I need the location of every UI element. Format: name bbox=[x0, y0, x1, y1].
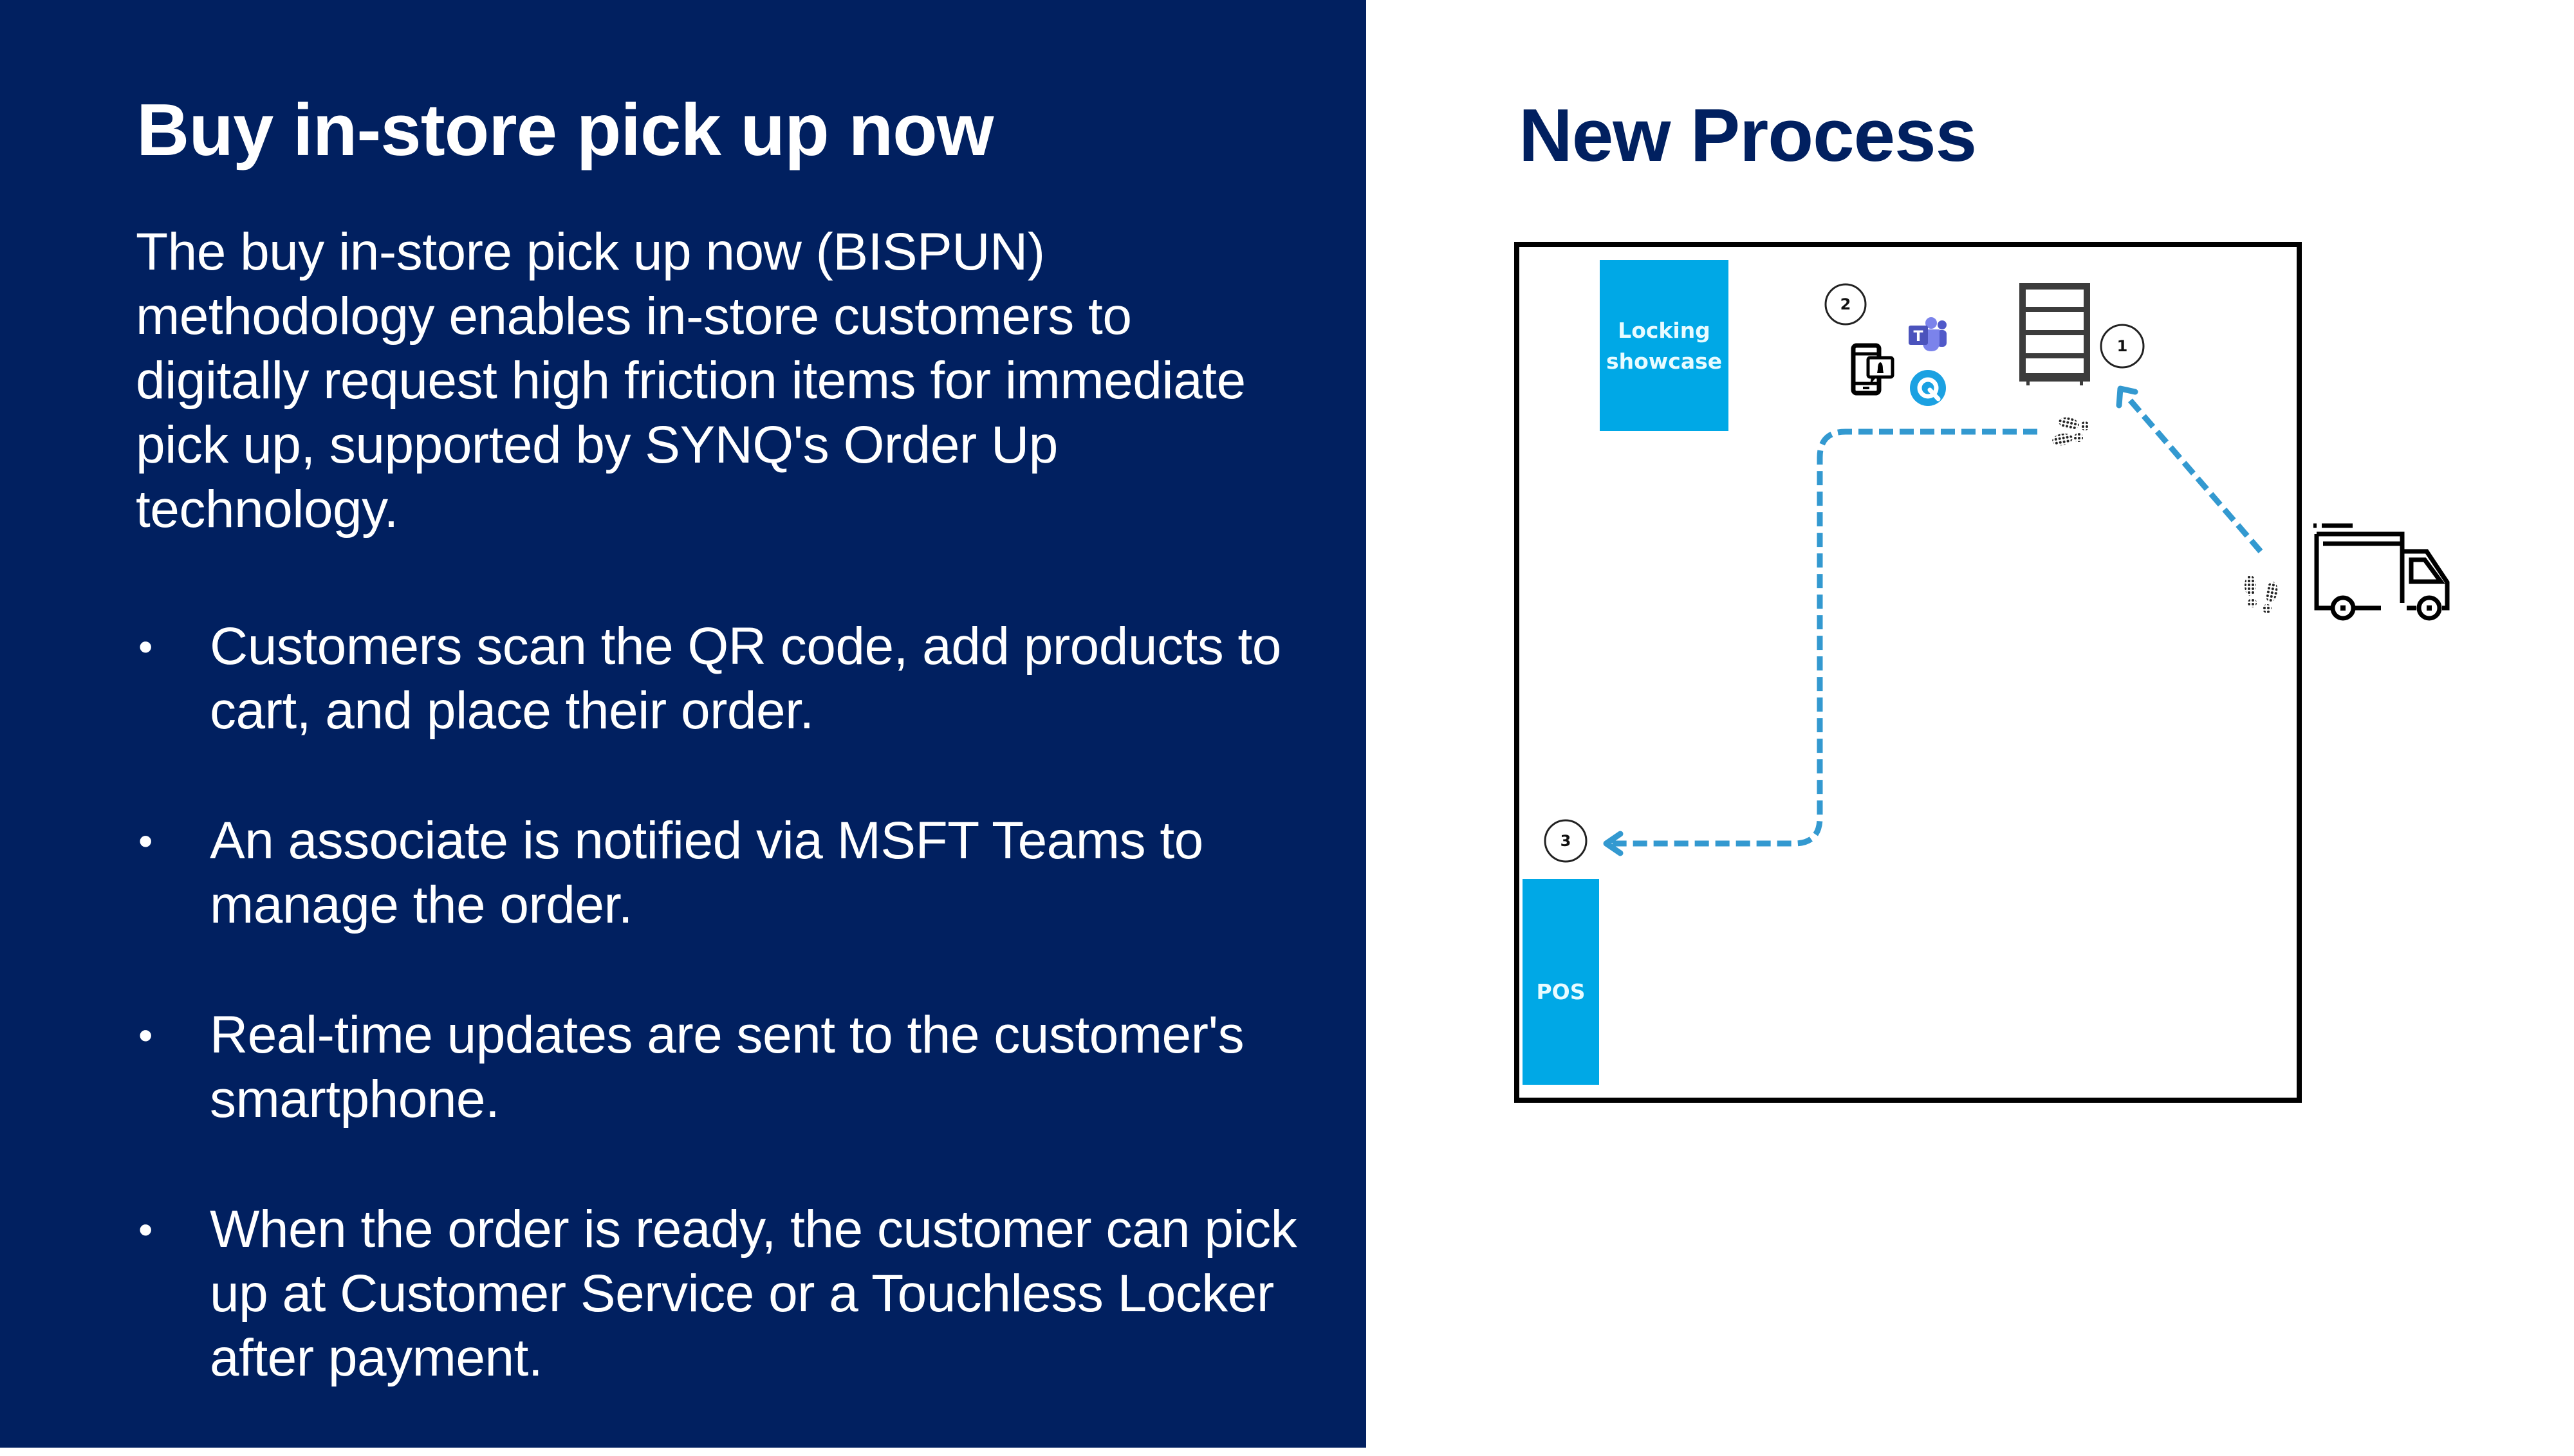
arrowhead-to-step-1 bbox=[2116, 385, 2138, 409]
bullet-item: • Real-time updates are sent to the cust… bbox=[136, 1003, 1307, 1132]
locking-showcase-label: Locking showcase bbox=[1606, 318, 1723, 374]
bullet-text: An associate is notified via MSFT Teams … bbox=[210, 811, 1203, 934]
bullet-list: • Customers scan the QR code, add produc… bbox=[136, 614, 1307, 1456]
footprints-icon bbox=[2052, 417, 2089, 446]
footprints-icon bbox=[2245, 575, 2278, 613]
slide-title: Buy in-store pick up now bbox=[136, 89, 994, 171]
diagram-title: New Process bbox=[1519, 93, 1977, 177]
bullet-text: Real-time updates are sent to the custom… bbox=[210, 1006, 1245, 1129]
step-1-circle bbox=[2100, 324, 2145, 369]
teams-letter: T bbox=[1913, 329, 1923, 345]
intro-paragraph: The buy in-store pick up now (BISPUN) me… bbox=[136, 223, 1246, 539]
pos-zone bbox=[1523, 879, 1599, 1085]
truck-wheel-hub bbox=[2427, 605, 2432, 611]
bullet-dot: • bbox=[138, 623, 153, 670]
step-2-number: 2 bbox=[1840, 295, 1851, 313]
bullet-item: • An associate is notified via MSFT Team… bbox=[136, 809, 1307, 937]
left-panel: Buy in-store pick up now The buy in-stor… bbox=[0, 0, 1366, 1448]
shelf-icon bbox=[2019, 283, 2090, 385]
bullet-dot: • bbox=[138, 818, 153, 864]
locking-showcase-zone bbox=[1600, 260, 1728, 431]
bullet-text: When the order is ready, the customer ca… bbox=[210, 1200, 1297, 1387]
step-1-number: 1 bbox=[2116, 337, 2128, 355]
store-outline bbox=[1514, 242, 2302, 1103]
truck-wheel-hub bbox=[2340, 605, 2346, 611]
bullet-text: Customers scan the QR code, add products… bbox=[210, 617, 1281, 740]
customer-path-to-pos bbox=[1612, 429, 2037, 847]
bullet-item: • When the order is ready, the customer … bbox=[136, 1197, 1307, 1390]
step-3-circle bbox=[1544, 819, 1588, 863]
delivery-truck-icon bbox=[2313, 523, 2450, 621]
arrowhead-to-step-3 bbox=[1603, 831, 1624, 856]
customer-path-from-entrance bbox=[2124, 394, 2263, 553]
pos-label: POS bbox=[1536, 979, 1586, 1004]
bullet-dot: • bbox=[138, 1012, 153, 1058]
step-2-circle bbox=[1824, 283, 1867, 326]
bullet-item: • Customers scan the QR code, add produc… bbox=[136, 614, 1307, 743]
smartphone-notification-icon bbox=[1851, 343, 1894, 396]
microsoft-teams-icon bbox=[1909, 317, 1947, 351]
synq-q-logo-icon bbox=[1910, 370, 1946, 406]
bullet-dot: • bbox=[138, 1206, 153, 1253]
step-3-number: 3 bbox=[1560, 832, 1571, 850]
